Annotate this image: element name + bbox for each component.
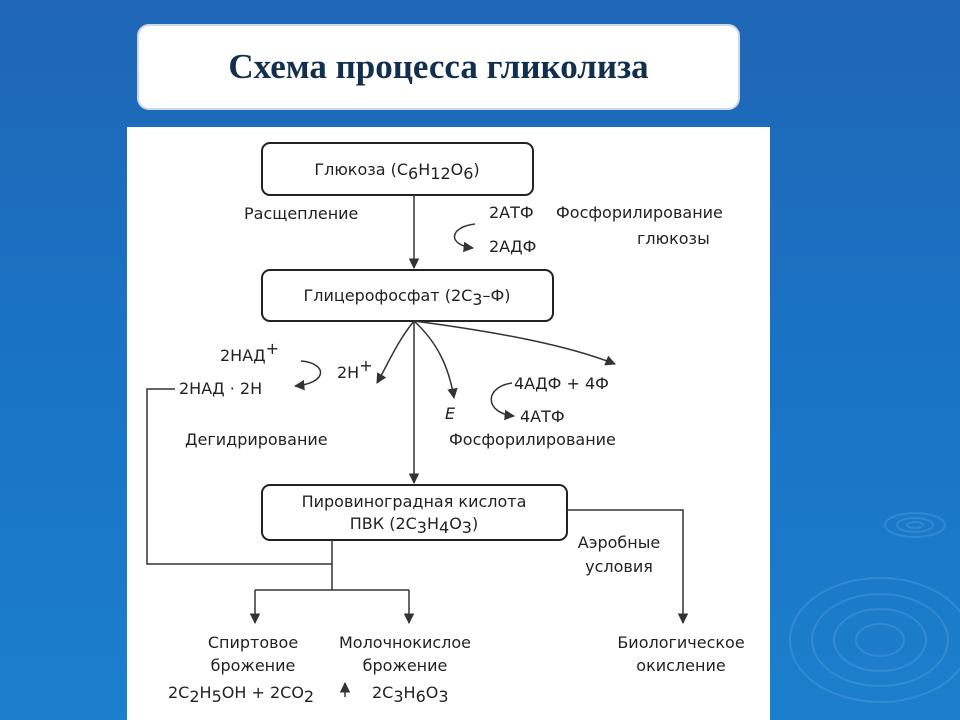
adp4-f4-label: 4АДФ + 4Ф <box>514 374 609 393</box>
bio-line1: Биологическое <box>617 633 744 652</box>
pvk-line1: Пировиноградная кислота <box>302 492 527 511</box>
glycerophosphate-node <box>261 269 554 322</box>
atp2-label: 2АТФ <box>489 203 534 222</box>
glucose-label: Глюкоза (C6H12O6) <box>314 160 479 183</box>
diagram-panel: Глюкоза (C6H12O6) Глицерофосфат (2C3–Ф) … <box>127 127 770 720</box>
phosphorylation-label: Фосфорилирование <box>449 430 616 449</box>
energy-label: E <box>445 404 456 423</box>
dehydrogenation-label: Дегидрирование <box>185 430 328 449</box>
lactic-line1: Молочнокислое <box>339 633 471 652</box>
splitting-label: Расщепление <box>244 204 358 223</box>
lactic-line2: брожение <box>363 656 448 675</box>
nadh-return-line <box>146 388 332 565</box>
glucose-node <box>261 142 534 196</box>
arrow-to-bio-oxidation <box>567 509 689 625</box>
arrow-adp-to-atp <box>490 382 516 421</box>
h-plus-label: 2Н+ <box>337 356 373 382</box>
arrow-to-adp <box>413 320 616 366</box>
alcohol-line1: Спиртовое <box>208 633 298 652</box>
arrow-atp-to-adp <box>453 223 476 253</box>
aerobic-line2: условия <box>585 557 653 576</box>
alcohol-formula: 2C2H5OH + 2CO2 <box>168 683 314 706</box>
alcohol-line2: брожение <box>211 656 296 675</box>
nad-2h-label: 2НАД · 2Н <box>179 379 262 398</box>
glycerophosphate-label: Глицерофосфат (2C3–Ф) <box>303 286 510 309</box>
adp2-label: 2АДФ <box>489 237 536 256</box>
arrow-to-energy <box>413 320 458 400</box>
pvk-line2: ПВК (2C3H4O3) <box>350 514 478 537</box>
arrow-to-hydrogen <box>376 320 415 384</box>
pvk-node <box>261 484 568 541</box>
bio-line2: окисление <box>636 656 725 675</box>
page-title: Схема процесса гликолиза <box>228 47 649 86</box>
glycolysis-diagram: Глюкоза (C6H12O6) Глицерофосфат (2C3–Ф) … <box>146 142 745 706</box>
phosphorylation-glucose-line2: глюкозы <box>637 229 710 248</box>
atp4-label: 4АТФ <box>520 407 565 426</box>
nad-plus-label: 2НАД+ <box>220 339 279 365</box>
phosphorylation-glucose-line1: Фосфорилирование <box>556 203 723 222</box>
aerobic-line1: Аэробные <box>578 533 660 552</box>
title-box: Схема процесса гликолиза <box>137 24 740 110</box>
lactic-formula: 2C3H6O3 <box>372 683 449 706</box>
arrow-nad-reduction <box>293 360 322 391</box>
